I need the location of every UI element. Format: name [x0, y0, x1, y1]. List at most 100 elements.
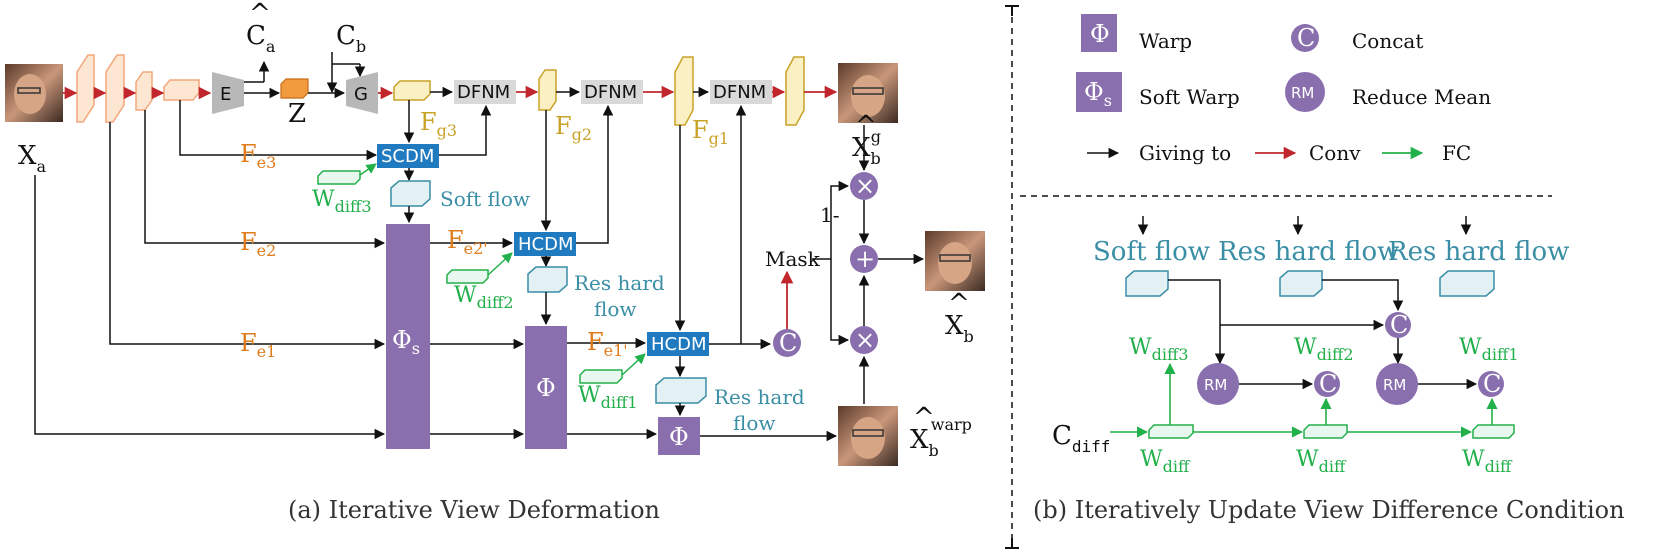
legend-rm-swatch	[1285, 72, 1325, 112]
legend-giving-to: Giving to	[1139, 141, 1231, 165]
one-minus-label: 1-	[820, 203, 839, 227]
multiply-label-1: ×	[855, 172, 875, 200]
b-soft-flow-cube	[1125, 270, 1169, 297]
b-res-hard-flow-cube-2	[1439, 270, 1495, 297]
b-concat-label-2: C	[1319, 370, 1337, 398]
warp-block-2	[658, 417, 700, 455]
b-wdiff-label-2: Wdiff	[1296, 447, 1347, 476]
fe2p-label: Fe2'	[447, 226, 488, 258]
legend-concat-swatch	[1291, 24, 1319, 52]
wdiff2-label: Wdiff2	[454, 283, 514, 312]
phi-label-2: Φ	[669, 423, 689, 451]
scdm-module	[377, 144, 439, 168]
wdiff1-label: Wdiff1	[578, 383, 638, 412]
z-code	[280, 78, 309, 99]
dfnm-block-2	[581, 80, 643, 104]
b-wdiff-label-3: Wdiff	[1462, 447, 1513, 476]
xbwarp-label: Xbwarp	[910, 415, 972, 460]
b-wdiff-vector-1	[1148, 424, 1194, 439]
caption-a: (a) Iterative View Deformation	[288, 496, 660, 524]
res-hard-flow-cube-1	[527, 266, 568, 293]
xbwarp-hat: ^	[913, 403, 935, 433]
encoder-features	[76, 54, 200, 123]
legend-conv: Conv	[1309, 141, 1361, 165]
b-wdiff-vector-2	[1303, 424, 1348, 439]
soft-warp-block	[386, 224, 430, 449]
res-hard-flow-label-1a: Res hard	[574, 271, 665, 295]
hcdm-label-2: HCDM	[651, 334, 707, 355]
fg3-feature	[393, 80, 431, 101]
b-concat-node-1	[1385, 312, 1411, 338]
legend-concat-symbol: C	[1297, 24, 1315, 52]
res-hard-flow-label-1b: flow	[594, 297, 637, 321]
fe1-label: Fe1	[240, 329, 276, 361]
res-hard-flow-cube-2	[655, 377, 707, 404]
wdiff3-label: Wdiff3	[312, 187, 372, 216]
legend-fc: FC	[1442, 141, 1471, 165]
fg3-label: Fg3	[420, 108, 457, 140]
b-concat-label-1: C	[1390, 311, 1408, 339]
mask-label: Mask	[765, 247, 821, 271]
output-feature	[785, 56, 805, 126]
fe2-label: Fe2	[240, 228, 276, 260]
b-rm-node-1	[1197, 363, 1239, 405]
soft-flow-label: Soft flow	[440, 187, 530, 211]
input-face-image	[5, 64, 63, 122]
legend-warp-symbol: Φ	[1090, 20, 1110, 48]
legend-warp-swatch	[1081, 14, 1117, 52]
res-hard-flow-label-2b: flow	[733, 411, 776, 435]
xb-hat: ^	[948, 289, 970, 319]
phi-s-label: Φs	[392, 326, 420, 358]
legend-rm-symbol: RM	[1291, 84, 1314, 102]
xbg-hat: ^	[855, 111, 877, 141]
multiply-label-2: ×	[855, 326, 875, 354]
concat-label: C	[779, 329, 797, 357]
hcdm-label-1: HCDM	[518, 234, 574, 255]
b-concat-node-2	[1314, 371, 1340, 397]
fg1-feature	[674, 56, 694, 126]
fg1-label: Fg1	[692, 116, 729, 148]
generator-label: G	[354, 84, 368, 105]
legend-concat: Concat	[1352, 29, 1423, 53]
xa-label: Xa	[18, 141, 47, 176]
xbg-label: Xbg	[852, 127, 881, 168]
b-res-hard-flow-label-2: Res hard flow	[1388, 237, 1569, 267]
xb-hat-label: Xb	[945, 311, 974, 346]
b-concat-label-3: C	[1483, 370, 1501, 398]
dfnm-label-3: DFNM	[713, 82, 766, 103]
scdm-label: SCDM	[381, 146, 434, 167]
legend-softwarp-symbol: Φs	[1084, 78, 1112, 110]
fg2-feature	[538, 69, 557, 111]
fe1p-label: Fe1'	[587, 328, 628, 360]
b-wdiff-vector-3	[1472, 424, 1515, 439]
res-hard-flow-label-2a: Res hard	[714, 385, 805, 409]
generated-face-image	[838, 63, 898, 123]
wdiff2-vector	[446, 269, 489, 284]
multiply-node-2	[850, 326, 878, 354]
fe3-label: Fe3	[240, 140, 276, 172]
encoder-block	[212, 72, 244, 114]
add-label: +	[855, 245, 875, 273]
concat-node	[773, 329, 801, 357]
b-res-hard-flow-cube-1	[1279, 270, 1323, 297]
ca-hat-label: Ca	[246, 21, 276, 56]
ca-hat-mark: ^	[249, 0, 271, 29]
legend-warp: Warp	[1139, 29, 1192, 53]
phi-label-1: Φ	[536, 374, 556, 402]
final-face-image	[925, 231, 985, 291]
b-soft-flow-label: Soft flow	[1093, 237, 1210, 267]
b-wdiff3-label: Wdiff3	[1129, 335, 1189, 364]
add-node	[850, 245, 878, 273]
warp-block-1	[525, 326, 567, 449]
soft-flow-cube	[390, 180, 431, 207]
generator-block	[346, 72, 378, 114]
wdiff1-vector	[579, 369, 623, 384]
b-wdiff2-label: Wdiff2	[1294, 335, 1354, 364]
encoder-label: E	[220, 84, 231, 105]
dfnm-block-1	[454, 80, 516, 104]
b-concat-node-3	[1478, 371, 1504, 397]
b-res-hard-flow-label-1: Res hard flow	[1218, 237, 1399, 267]
cb-label: Cb	[336, 21, 366, 56]
caption-b: (b) Iteratively Update View Difference C…	[1033, 496, 1625, 524]
